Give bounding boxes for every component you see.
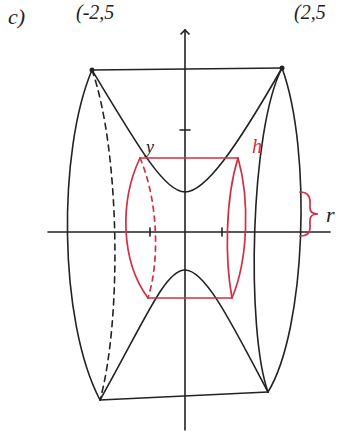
y-axis <box>184 30 186 430</box>
point-label: (2,5 <box>294 1 326 23</box>
variable-label: r <box>326 202 335 227</box>
upper-hyperbola <box>92 68 282 192</box>
axis-tick <box>180 129 190 131</box>
outer-left-curve <box>67 70 100 400</box>
corner-point <box>280 66 285 71</box>
part-label: c) <box>8 6 25 28</box>
variable-label: y <box>146 138 154 157</box>
radius-brace <box>300 192 318 236</box>
variable-label: h <box>252 135 262 157</box>
point-label: (2,5 <box>294 2 326 23</box>
cylinder-left <box>126 158 148 298</box>
x-axis <box>48 231 330 233</box>
cylinder-hidden <box>140 158 156 298</box>
cylinder-top <box>140 157 238 159</box>
cylinder-inner <box>227 158 238 298</box>
inner-right-curve <box>254 68 282 392</box>
variable-label: h <box>252 136 262 157</box>
outer-right-curve <box>268 68 301 392</box>
top-rim <box>92 68 282 70</box>
corner-point <box>90 68 95 73</box>
hidden-left-curve <box>92 70 115 400</box>
cylinder-right <box>232 158 246 298</box>
cylinder-bottom <box>148 297 232 299</box>
point-label: (-2,5 <box>76 1 114 23</box>
point-label: (-2,5 <box>76 2 114 23</box>
variable-label: r <box>326 204 335 226</box>
lower-hyperbola <box>100 270 268 400</box>
variable-label: y <box>146 137 154 157</box>
part-label: c) <box>8 4 25 29</box>
axis-tick <box>149 228 151 236</box>
axis-tick <box>221 228 223 236</box>
bottom-rim <box>100 392 268 400</box>
